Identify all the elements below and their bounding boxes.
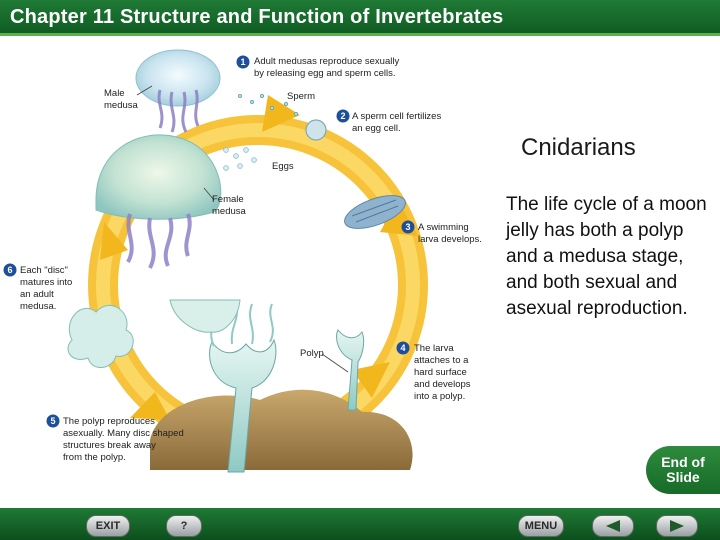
svg-text:medusa.: medusa. [20, 301, 56, 312]
svg-text:Male: Male [104, 88, 125, 99]
label-polyp: Polyp [300, 348, 324, 359]
young-polyp [336, 329, 365, 411]
leader-lines [136, 85, 349, 373]
label-male-medusa: Male medusa [104, 88, 139, 111]
svg-text:from the polyp.: from the polyp. [63, 452, 126, 463]
step-1-caption: Adult medusas reproduce sexually by rele… [254, 56, 399, 79]
svg-text:attaches to a: attaches to a [414, 355, 469, 366]
svg-text:an egg cell.: an egg cell. [352, 123, 401, 134]
step-badge-3: 3 [401, 220, 415, 234]
label-sperm: Sperm [287, 91, 315, 102]
svg-text:asexually. Many disc shaped: asexually. Many disc shaped [63, 428, 184, 439]
swimming-larva [344, 195, 406, 229]
young-medusa [67, 305, 134, 368]
help-button[interactable]: ? [166, 515, 202, 537]
slide-title: Cnidarians [521, 134, 636, 161]
arrow-head-4 [130, 392, 170, 420]
end-of-slide-line-1: End of [661, 454, 705, 470]
svg-text:1: 1 [240, 57, 245, 67]
svg-text:medusa: medusa [212, 206, 247, 217]
step-badge-5: 5 [46, 414, 60, 428]
svg-text:The polyp reproduces: The polyp reproduces [63, 416, 155, 427]
step-badge-4: 4 [396, 341, 410, 355]
fertilized-egg [305, 119, 327, 141]
svg-text:4: 4 [400, 343, 405, 353]
arrow-head-1 [262, 95, 300, 132]
end-of-slide-line-2: Slide [666, 469, 700, 485]
label-female-medusa: Female medusa [212, 194, 247, 217]
ephyra-disc [169, 299, 241, 333]
arrow-left-icon [606, 520, 620, 532]
svg-text:Female: Female [212, 194, 244, 205]
step-4-caption: The larva attaches to a hard surface and… [414, 343, 471, 402]
exit-button[interactable]: EXIT [86, 515, 130, 537]
previous-button[interactable] [592, 515, 634, 537]
chapter-title: Chapter 11 Structure and Function of Inv… [10, 6, 504, 28]
rock-surface [150, 389, 413, 470]
step-2-caption: A sperm cell fertilizes an egg cell. [352, 111, 441, 134]
menu-button[interactable]: MENU [518, 515, 564, 537]
step-6-caption: Each "disc" matures into an adult medusa… [20, 265, 72, 312]
arrow-right-icon [670, 520, 684, 532]
male-medusa [135, 49, 221, 133]
step-badge-1: 1 [236, 55, 250, 69]
end-of-slide-button[interactable]: End of Slide [646, 446, 720, 494]
svg-text:6: 6 [7, 265, 12, 275]
header-bar: Chapter 11 Structure and Function of Inv… [0, 0, 720, 36]
svg-text:matures into: matures into [20, 277, 72, 288]
svg-text:The larva: The larva [414, 343, 454, 354]
arrow-head-5 [100, 222, 128, 260]
slide-body-text: The life cycle of a moon jelly has both … [506, 194, 707, 319]
svg-text:medusa: medusa [104, 100, 139, 111]
sperm-cells [237, 93, 299, 117]
step-badge-6: 6 [3, 263, 17, 277]
next-button[interactable] [656, 515, 698, 537]
svg-text:Each "disc": Each "disc" [20, 265, 68, 276]
step-5-caption: The polyp reproduces asexually. Many dis… [63, 416, 184, 463]
svg-text:and develops: and develops [414, 379, 471, 390]
step-3-caption: A swimming larva develops. [418, 222, 482, 245]
svg-text:A swimming: A swimming [418, 222, 469, 233]
step-badge-2: 2 [336, 109, 350, 123]
svg-text:into a polyp.: into a polyp. [414, 391, 465, 402]
svg-text:2: 2 [340, 111, 345, 121]
svg-text:3: 3 [405, 222, 410, 232]
female-medusa [95, 134, 222, 269]
label-eggs: Eggs [272, 161, 294, 172]
svg-text:by releasing egg and sperm cel: by releasing egg and sperm cells. [254, 68, 396, 79]
svg-text:structures break away: structures break away [63, 440, 156, 451]
arrow-head-3 [352, 362, 390, 398]
moon-jelly-life-cycle-diagram: 1 2 3 4 5 6 Adult medusas reproduce sexu… [3, 49, 482, 473]
svg-text:hard surface: hard surface [414, 367, 467, 378]
egg-cells [223, 147, 257, 171]
svg-text:5: 5 [50, 416, 55, 426]
svg-text:Adult medusas reproduce sexual: Adult medusas reproduce sexually [254, 56, 399, 67]
svg-text:an adult: an adult [20, 289, 54, 300]
svg-text:larva develops.: larva develops. [418, 234, 482, 245]
svg-text:A sperm cell fertilizes: A sperm cell fertilizes [352, 111, 441, 122]
